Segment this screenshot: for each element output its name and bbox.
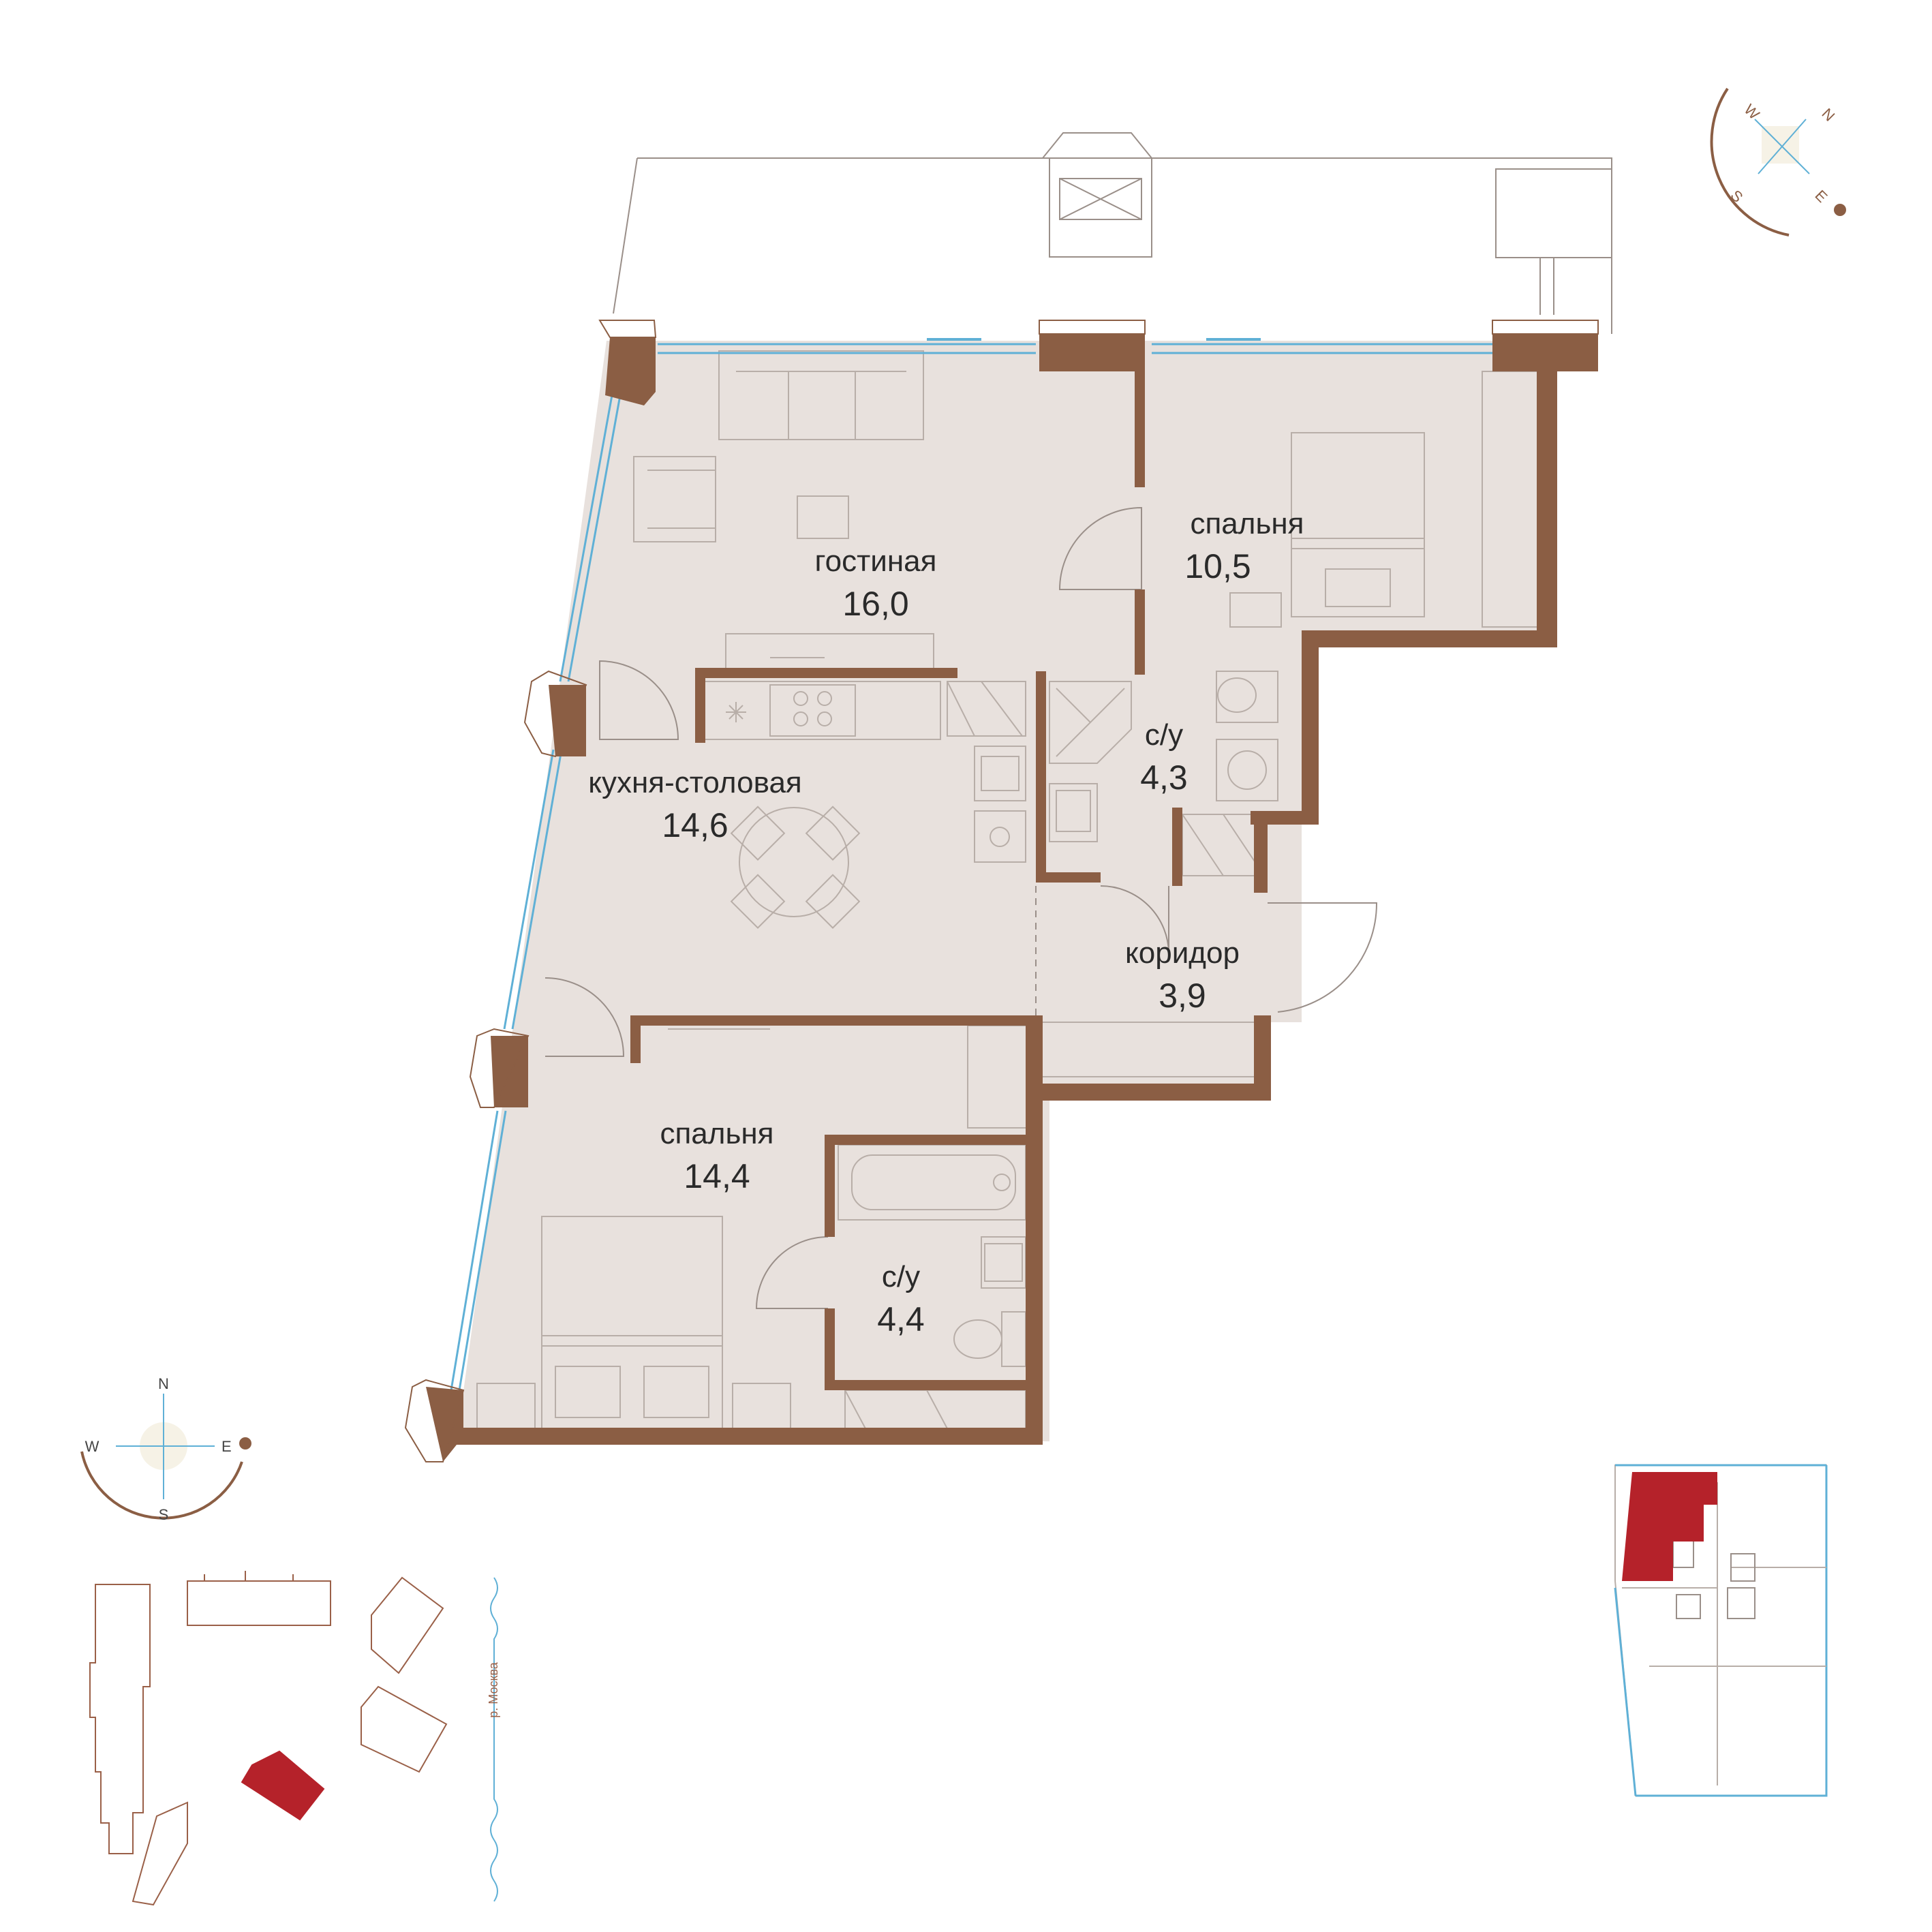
room-area-corridor: 3,9 <box>1159 977 1206 1015</box>
site-building-4 <box>361 1685 448 1773</box>
wall-column-left-low <box>491 1036 528 1107</box>
wall-kitchen-bedroom <box>641 1015 1036 1026</box>
entrance-door <box>1268 902 1378 1013</box>
wall-bedroom-small-lower <box>1135 589 1145 675</box>
room-area-kitchen: 14,6 <box>662 806 728 844</box>
sofa <box>718 350 924 440</box>
wall-lower-bath-top <box>825 1135 1036 1145</box>
wall-bath-divider <box>1036 671 1046 876</box>
compass-bottom-left: N E S W <box>80 1375 251 1523</box>
site-building-1 <box>89 1584 151 1854</box>
coffee-table <box>797 495 849 539</box>
site-building-3 <box>371 1576 444 1674</box>
compass-top-s: S <box>1727 187 1746 206</box>
room-name-bedroom-small: спальня <box>1190 507 1304 540</box>
river-line <box>490 1577 498 1902</box>
walls <box>426 334 1598 1462</box>
wall-right-bottom <box>1302 630 1557 647</box>
wall-right-vertical <box>1302 630 1319 825</box>
compass-bottom-e: E <box>221 1438 232 1455</box>
river-label: р. Москва <box>487 1661 500 1717</box>
wall-right-bedroom <box>1537 371 1557 644</box>
doors <box>545 506 1378 1309</box>
dining-table <box>739 807 849 917</box>
floor-minimap <box>1614 1464 1828 1797</box>
door-bath-lower <box>755 1236 829 1309</box>
compass-bottom-n: N <box>158 1375 169 1392</box>
wall-column-left-mid <box>549 685 586 756</box>
wall-column-top-right <box>1492 334 1598 371</box>
room-name-bedroom-large: спальня <box>660 1117 773 1150</box>
wall-bath-corner <box>1036 872 1101 883</box>
wall-lower-bath-left <box>825 1135 835 1237</box>
door-small-bedroom <box>1058 506 1142 590</box>
door-bath-upper <box>1100 885 1169 955</box>
compass-top-e: E <box>1811 187 1830 206</box>
wall-outer-left <box>605 337 656 405</box>
room-area-bedroom-large: 14,4 <box>684 1157 750 1195</box>
wall-lower-bath-left2 <box>825 1308 835 1383</box>
wall-column-top-mid <box>1039 334 1145 371</box>
compass-top-n: N <box>1818 105 1838 125</box>
pilaster-outlines <box>404 320 1599 1462</box>
compass-bottom-w: W <box>85 1438 99 1455</box>
wall-bottom <box>426 1387 1043 1462</box>
room-area-bath-lower: 4,4 <box>877 1300 925 1338</box>
room-name-kitchen: кухня-столовая <box>588 766 802 799</box>
toilet-upper <box>1216 671 1278 723</box>
site-plan <box>89 1571 498 1906</box>
wall-lower-bath-bottom <box>825 1380 1036 1390</box>
room-area-bedroom-small: 10,5 <box>1184 547 1251 585</box>
shower-tray <box>1049 681 1132 764</box>
furniture <box>476 350 1548 1442</box>
room-name-corridor: коридор <box>1125 936 1240 970</box>
washing-machine <box>1216 739 1278 801</box>
room-area-bath-upper: 4,3 <box>1140 758 1188 797</box>
wall-bedroom-small-divider <box>1135 371 1145 487</box>
terrace <box>613 132 1612 334</box>
room-name-bath-upper: с/у <box>1145 718 1183 752</box>
minimap-current-apartment <box>1622 1472 1717 1581</box>
wall-bedroom-right <box>1026 1015 1043 1441</box>
site-building-2 <box>187 1571 331 1626</box>
compass-bottom-dot <box>239 1437 251 1450</box>
compass-top-w: W <box>1741 101 1763 123</box>
wall-kitchen-bedroom-door <box>630 1015 641 1063</box>
wall-upper-bath-right <box>1172 808 1182 886</box>
room-name-bath-lower: с/у <box>882 1260 920 1293</box>
sink-upper <box>1049 783 1098 842</box>
compass-top-dot <box>1834 204 1846 216</box>
door-kitchen <box>599 660 679 740</box>
wall-living-kitchen <box>695 668 957 678</box>
apartment-floor <box>457 341 1547 1441</box>
room-labels: гостиная 16,0 спальня 10,5 кухня-столова… <box>588 507 1304 1338</box>
compass-bottom-s: S <box>159 1506 169 1523</box>
compass-top-right: W N S E <box>1710 87 1846 236</box>
wall-corridor-bottom <box>1036 1084 1271 1101</box>
door-large-bedroom <box>545 977 625 1057</box>
site-current-building <box>241 1750 325 1821</box>
site-building-5 <box>132 1801 188 1906</box>
wall-shaft-vert <box>1254 811 1268 893</box>
windows <box>450 338 1499 1391</box>
bed-small-bedroom <box>1291 432 1425 617</box>
room-area-living: 16,0 <box>842 585 908 623</box>
wall-kitchen-left <box>695 668 705 743</box>
room-name-living: гостиная <box>815 545 937 578</box>
